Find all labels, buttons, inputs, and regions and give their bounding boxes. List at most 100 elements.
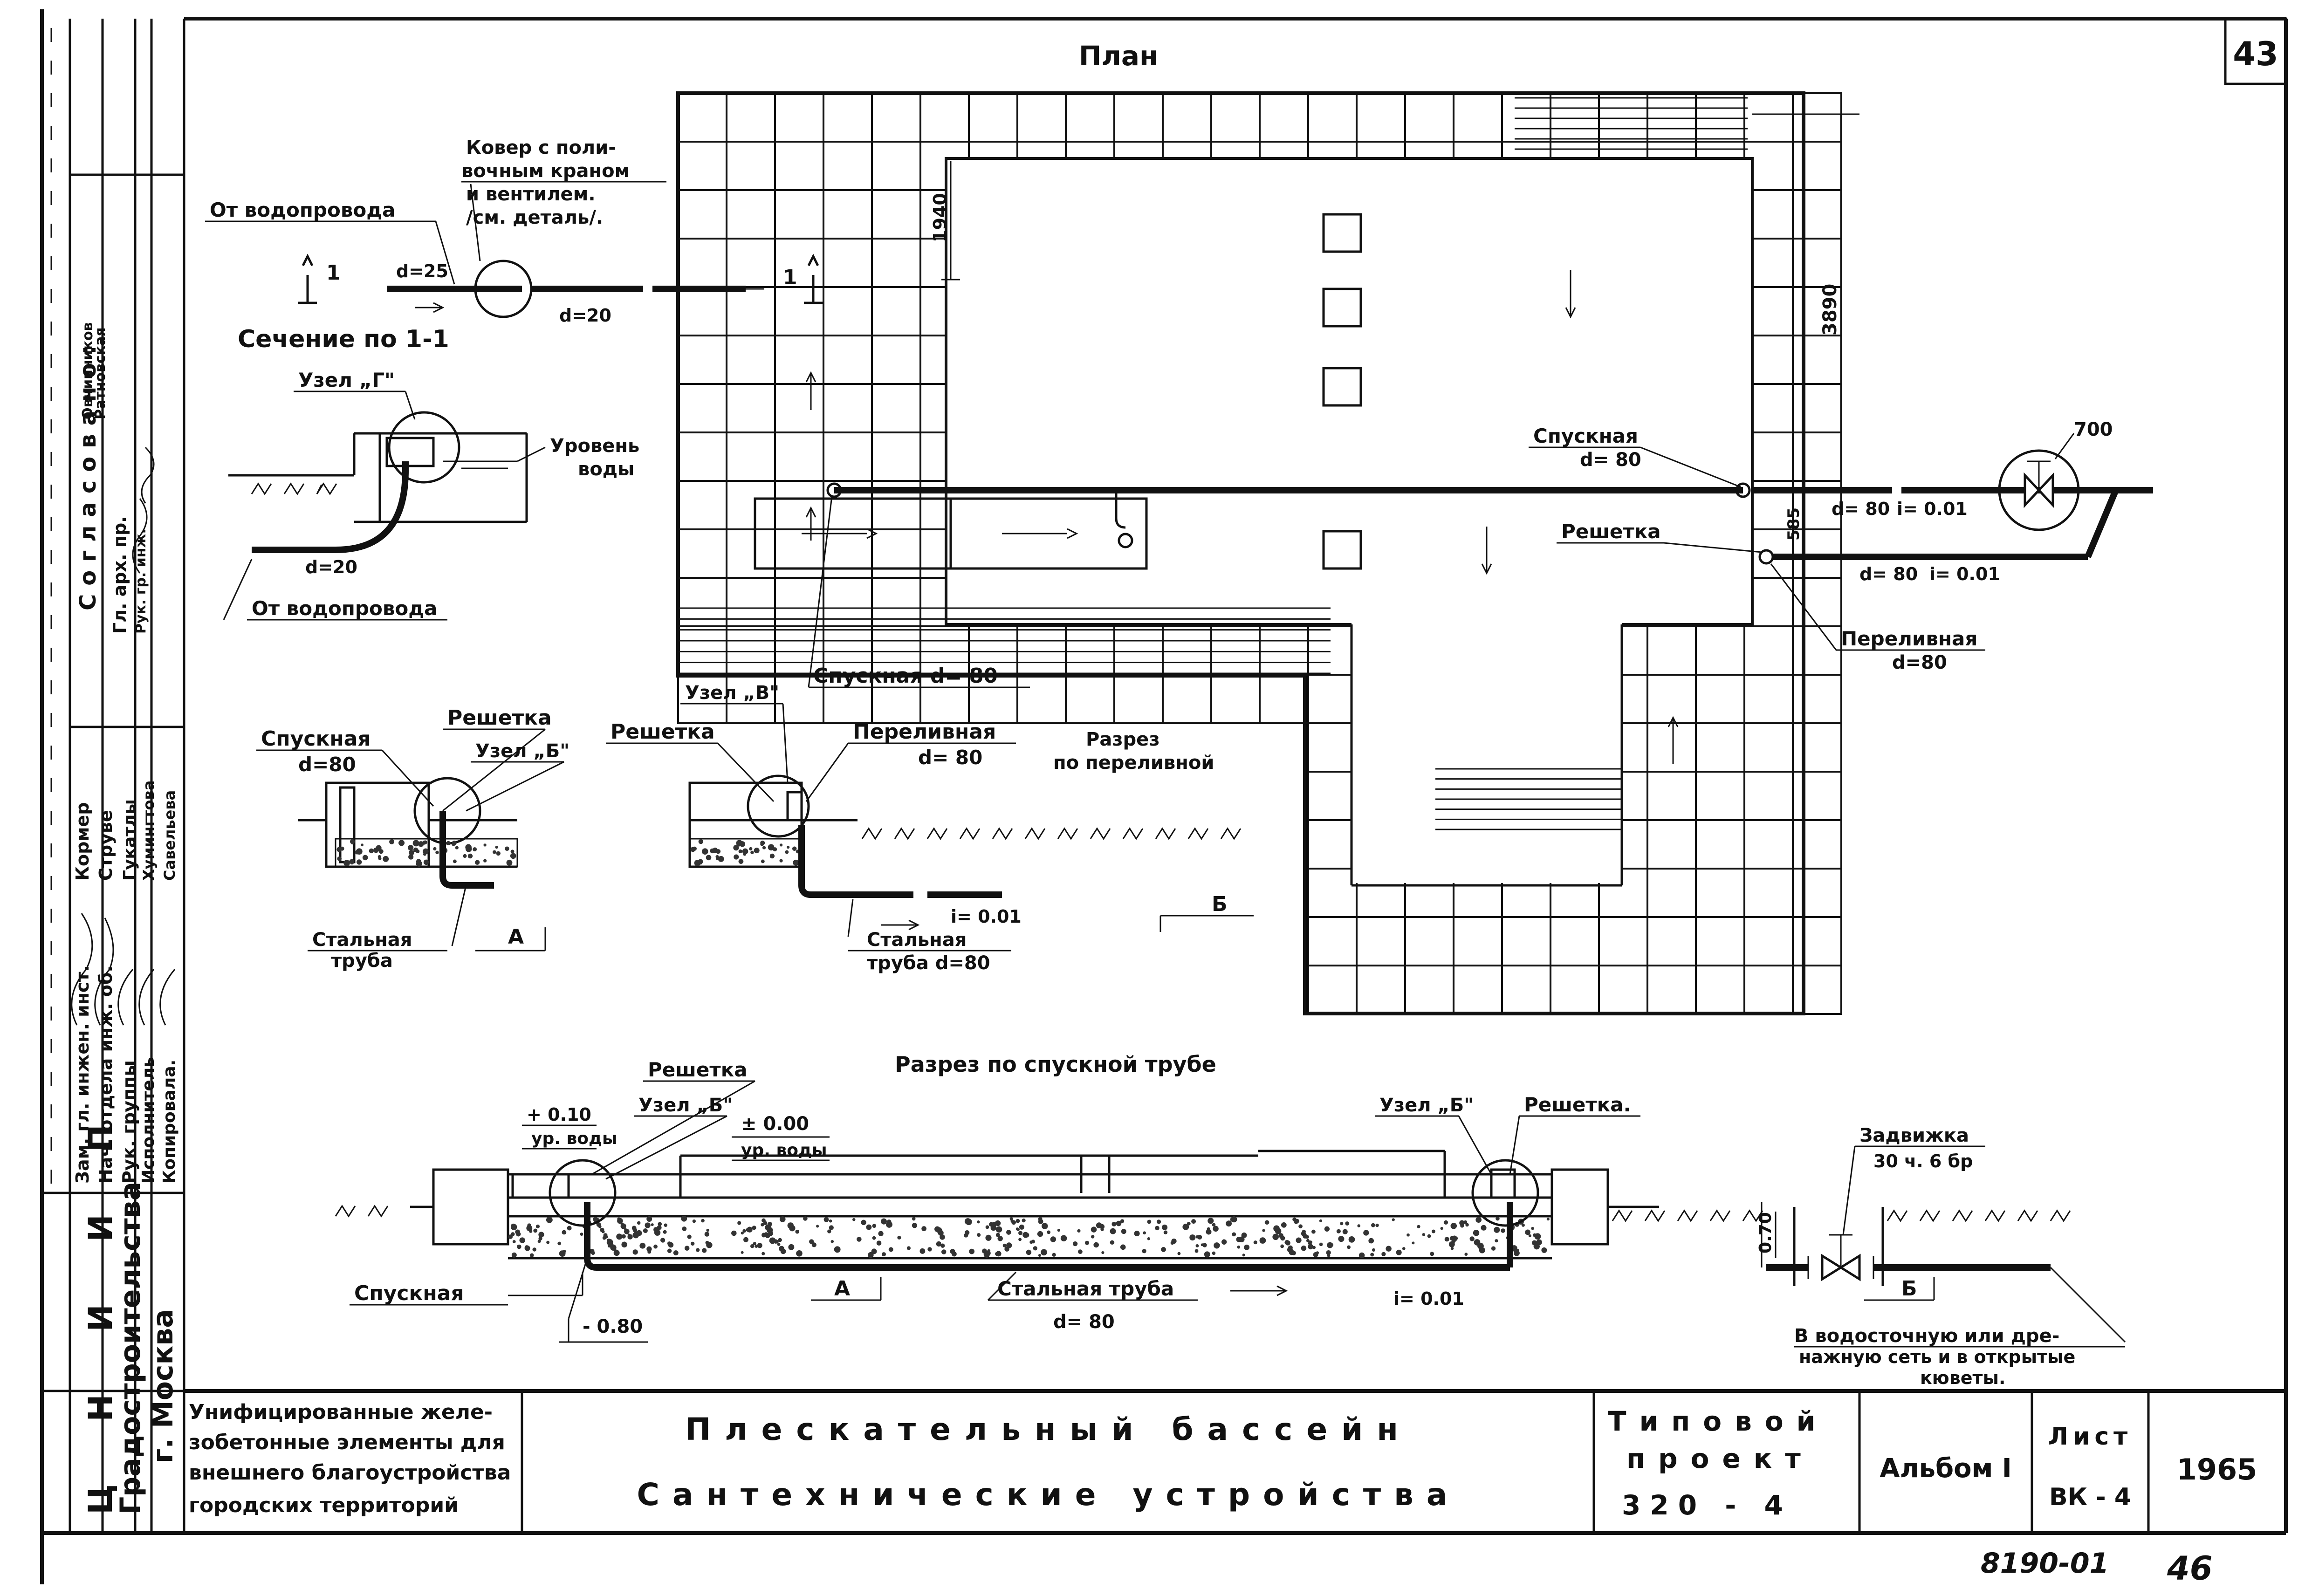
concrete-dot bbox=[1212, 1251, 1216, 1255]
concrete-dot bbox=[1057, 1229, 1060, 1232]
pool-tile bbox=[1792, 189, 1842, 240]
dim-3890: 3890 bbox=[1819, 284, 1841, 336]
concrete-dot bbox=[829, 1225, 834, 1230]
pool-tile bbox=[871, 92, 921, 143]
concrete-dot bbox=[761, 859, 765, 863]
concrete-dot bbox=[1541, 1247, 1547, 1253]
pool-tile bbox=[1162, 674, 1212, 724]
pool-tile bbox=[1792, 383, 1842, 433]
concrete-dot bbox=[852, 1218, 856, 1221]
section-mark-left bbox=[298, 253, 317, 304]
concrete-dot bbox=[1381, 1252, 1386, 1256]
long-outlet-2: нажную сеть и в открытые bbox=[1799, 1347, 2075, 1367]
concrete-dot bbox=[1528, 1234, 1531, 1238]
pool-tile bbox=[1792, 916, 1842, 966]
project-line-1: Типовой bbox=[1608, 1405, 1828, 1437]
concrete-dot bbox=[1450, 1247, 1454, 1250]
plan-drain-label: Спускная bbox=[1533, 425, 1638, 447]
long-steel-pipe-d: d= 80 bbox=[1053, 1311, 1115, 1333]
concrete-dot bbox=[357, 859, 362, 865]
pool-tile bbox=[1743, 819, 1794, 870]
node-v-steel-1: Стальная bbox=[867, 929, 967, 951]
pool-tile bbox=[823, 577, 873, 627]
from-water-supply-plan: От водопровода bbox=[210, 199, 396, 221]
approval-role-1: Гл. арх. пр. bbox=[110, 516, 130, 634]
plan-dimensions bbox=[941, 113, 1859, 559]
concrete-dot bbox=[733, 845, 739, 851]
node-v-drawing bbox=[688, 703, 1254, 937]
concrete-dot bbox=[605, 1235, 608, 1239]
concrete-dot bbox=[664, 1223, 668, 1227]
pool-tile bbox=[1501, 965, 1551, 1015]
ground-hatch-mark bbox=[1887, 1209, 1908, 1222]
pool-tile bbox=[1695, 916, 1745, 966]
plan-overflow-d: d=80 bbox=[1892, 652, 1947, 673]
concrete-dot bbox=[1311, 1229, 1316, 1234]
pool-tile bbox=[1404, 965, 1454, 1015]
long-outlet-3: кюветы. bbox=[1920, 1368, 2005, 1388]
concrete-dot bbox=[567, 1226, 572, 1231]
ground-hatch-mark bbox=[1677, 1209, 1698, 1222]
concrete-dot bbox=[718, 856, 724, 862]
concrete-dot bbox=[681, 1215, 687, 1222]
pool-outline bbox=[676, 91, 1805, 1015]
concrete-dot bbox=[1308, 1244, 1314, 1250]
basin-lower bbox=[1352, 622, 1622, 883]
ground-hatch-mark bbox=[251, 482, 272, 495]
concrete-dot bbox=[1338, 1236, 1345, 1242]
concrete-dot bbox=[1281, 1222, 1287, 1228]
pool-tile bbox=[1550, 92, 1600, 143]
concrete-dot bbox=[857, 1237, 862, 1242]
concrete-dot bbox=[1096, 1222, 1102, 1229]
plan-valve bbox=[1985, 433, 2092, 531]
pool-tile bbox=[1259, 92, 1309, 143]
ground-hatch-mark bbox=[367, 1205, 389, 1218]
staff-role-5: Копировала. bbox=[160, 1060, 179, 1184]
pool-tile bbox=[1792, 335, 1842, 385]
concrete-dot bbox=[422, 840, 426, 845]
concrete-dot bbox=[1306, 1239, 1310, 1243]
pool-tile bbox=[1404, 916, 1454, 966]
sheet-number: 43 bbox=[2233, 35, 2278, 73]
series-line-3: внешнего благоустройства bbox=[189, 1461, 511, 1485]
long-water-level-2: ур. воды bbox=[741, 1141, 827, 1160]
concrete-dot bbox=[897, 1235, 901, 1240]
basin-upper bbox=[945, 157, 1754, 626]
ground-hatch-mark bbox=[1644, 1209, 1666, 1222]
concrete-dot bbox=[785, 850, 789, 854]
concrete-dot bbox=[1110, 1228, 1116, 1234]
concrete-dot bbox=[1491, 1246, 1496, 1251]
section-mark-right-num: 1 bbox=[783, 266, 797, 289]
concrete-dot bbox=[827, 1229, 831, 1233]
pool-tile bbox=[677, 480, 727, 530]
ground-hatch-mark bbox=[316, 482, 337, 495]
concrete-dot bbox=[1226, 1220, 1232, 1227]
institute-name-1: Ц Н И И П bbox=[82, 1099, 120, 1514]
concrete-dot bbox=[888, 1247, 893, 1252]
concrete-dot bbox=[535, 1224, 540, 1229]
concrete-dot bbox=[995, 1226, 1002, 1233]
pool-tile bbox=[871, 432, 921, 482]
ground-hatching bbox=[251, 482, 2071, 1222]
ground-hatch-mark bbox=[1984, 1209, 2006, 1222]
concrete-dot bbox=[1253, 1240, 1257, 1245]
concrete-dot bbox=[1006, 1230, 1011, 1235]
concrete-dot bbox=[738, 859, 744, 864]
concrete-dot bbox=[769, 1237, 776, 1244]
concrete-dot bbox=[423, 859, 429, 865]
node-g-label: Узел „Г" bbox=[298, 369, 395, 391]
concrete-dot bbox=[369, 848, 374, 854]
pool-tile bbox=[1647, 92, 1697, 143]
concrete-dot bbox=[1342, 1229, 1348, 1234]
concrete-dot bbox=[1195, 1244, 1199, 1247]
pool-tile bbox=[1695, 722, 1745, 773]
concrete-dot bbox=[742, 1229, 746, 1233]
concrete-dot bbox=[407, 845, 414, 851]
concrete-dot bbox=[1392, 1218, 1395, 1221]
pool-tile bbox=[1016, 625, 1067, 676]
pool-tile bbox=[1259, 674, 1309, 724]
concrete-dot bbox=[546, 1240, 550, 1244]
concrete-dot bbox=[483, 843, 487, 847]
ground-hatch-mark bbox=[959, 827, 981, 840]
staff-name-1: Кормер bbox=[72, 802, 93, 881]
